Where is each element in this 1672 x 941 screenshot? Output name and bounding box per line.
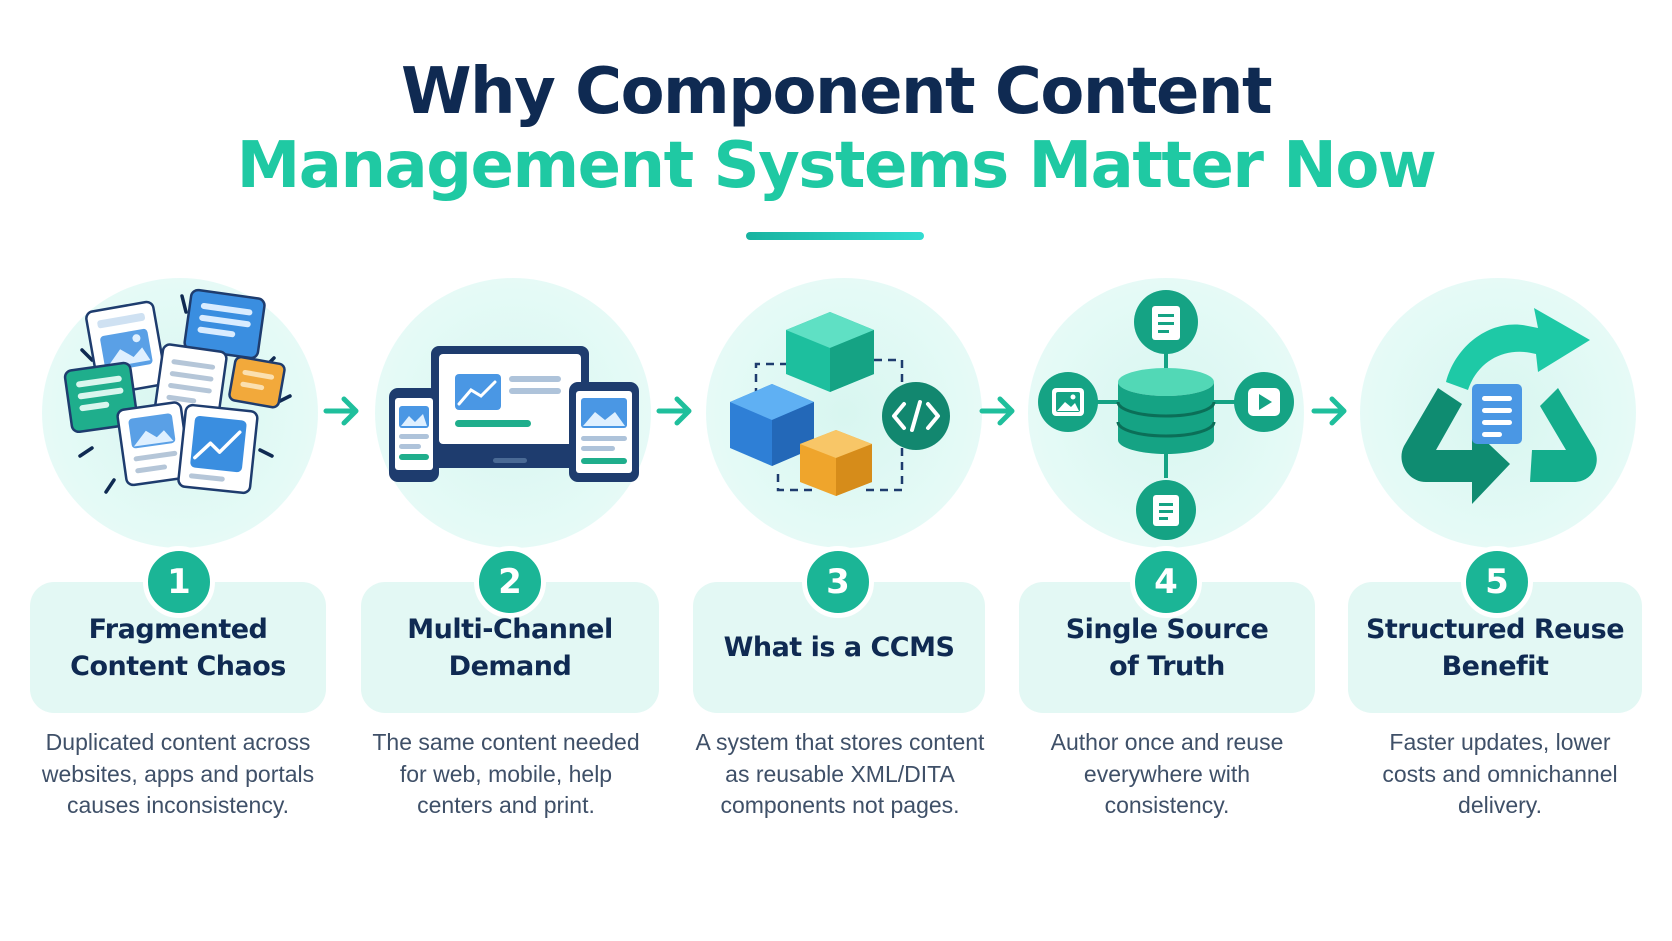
page-title-line-2: Management Systems Matter Now	[236, 129, 1437, 203]
step-4-card: Single Source of Truth	[1019, 582, 1315, 713]
step-number-badge: 1	[143, 546, 215, 618]
step-number-badge: 2	[474, 546, 546, 618]
step-number-badge: 3	[802, 546, 874, 618]
step-title: Structured Reuse Benefit	[1365, 613, 1625, 682]
arrow-right-icon	[979, 396, 1015, 426]
page-title-line-1: Why Component Content	[400, 55, 1273, 129]
step-number-badge: 4	[1130, 546, 1202, 618]
step-title: Single Source of Truth	[1065, 613, 1269, 682]
arrow-right-icon	[323, 396, 359, 426]
step-5-illustration	[1360, 278, 1636, 548]
step-5-description: Faster updates, lower costs and omnichan…	[1382, 729, 1618, 818]
step-number-badge: 5	[1461, 546, 1533, 618]
arrow-right-icon	[656, 396, 692, 426]
central-database-icon	[1038, 290, 1294, 540]
step-1-description: Duplicated content across websites, apps…	[41, 729, 315, 818]
step-title: Fragmented Content Chaos	[70, 613, 286, 682]
recycle-arrows-icon	[1401, 308, 1597, 504]
step-4-illustration	[1028, 278, 1304, 548]
title-underline	[746, 232, 924, 240]
step-title: Multi-Channel Demand	[407, 613, 613, 682]
step-3-description: A system that stores content as reusable…	[695, 729, 985, 818]
scattered-documents-icon	[63, 288, 292, 495]
step-2-illustration	[375, 278, 651, 548]
multi-device-icon	[389, 346, 639, 482]
step-1-illustration	[42, 278, 318, 548]
step-2-description: The same content needed for web, mobile,…	[372, 729, 640, 818]
arrow-right-icon	[1311, 396, 1347, 426]
component-blocks-icon	[730, 312, 950, 496]
step-title: What is a CCMS	[723, 632, 955, 663]
step-4-description: Author once and reuse everywhere with co…	[1050, 729, 1284, 818]
step-3-illustration	[706, 278, 982, 548]
